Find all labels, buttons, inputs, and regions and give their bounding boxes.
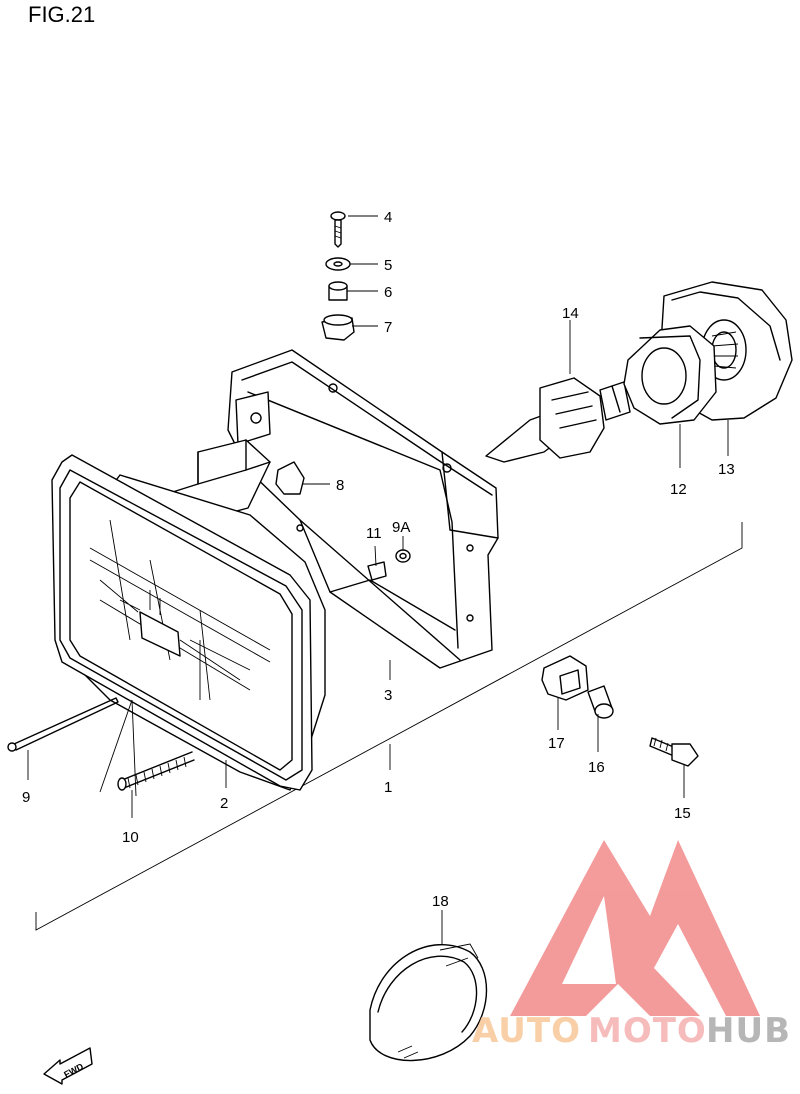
nut-11: [367, 561, 387, 581]
callout-13: 13: [718, 461, 735, 478]
headlight-housing: [159, 349, 499, 669]
adjusting-screw-9: [7, 697, 119, 752]
callout-1: 1: [384, 779, 392, 796]
callout-8: 8: [336, 477, 344, 494]
headlight-unit: [51, 454, 326, 791]
callout-7: 7: [384, 319, 392, 336]
callout-9a: 9A: [392, 519, 410, 536]
watermark-logo: AUTO MOTO HUB: [472, 840, 791, 1051]
washer-5: [325, 257, 351, 271]
bulb-14: [485, 377, 631, 463]
grommet-17: [541, 655, 589, 701]
callout-11: 11: [366, 525, 382, 542]
callout-9: 9: [22, 789, 30, 806]
socket-12: [623, 325, 717, 425]
callout-12: 12: [670, 481, 687, 498]
fwd-direction-badge: FWD: [43, 1047, 93, 1085]
top-fastener-stack: [321, 211, 355, 341]
nut-9a: [395, 549, 411, 563]
screw-4: [330, 211, 346, 248]
cap-18: [369, 943, 488, 1062]
callout-14: 14: [562, 305, 579, 322]
watermark-triangle-mark: [510, 840, 760, 1016]
watermark-text-auto: AUTO: [472, 1011, 581, 1051]
spring-10: [117, 751, 195, 791]
watermark-text-hub: HUB: [706, 1011, 791, 1051]
callout-labels: 4 5 6 7 14 8 11 9A 12 13 3 1 2 9 10 17 1…: [22, 209, 735, 910]
watermark-text-moto: MOTO: [588, 1011, 707, 1051]
callout-6: 6: [384, 284, 392, 301]
assembly-bracket: [35, 522, 743, 931]
collar-6: [328, 281, 348, 301]
leader-lines: [27, 215, 729, 944]
callout-18: 18: [432, 893, 449, 910]
callout-2: 2: [220, 795, 228, 812]
callout-17: 17: [548, 735, 565, 752]
callout-16: 16: [588, 759, 605, 776]
grommet-7: [321, 314, 355, 341]
bolt-15: [649, 737, 699, 767]
figure-title: FIG.21: [28, 2, 96, 27]
clip-8: [275, 461, 305, 495]
callout-4: 4: [384, 209, 392, 226]
callout-15: 15: [674, 805, 691, 822]
callout-10: 10: [122, 829, 139, 846]
callout-5: 5: [384, 257, 392, 274]
collar-16: [587, 685, 614, 719]
callout-3: 3: [384, 687, 392, 704]
